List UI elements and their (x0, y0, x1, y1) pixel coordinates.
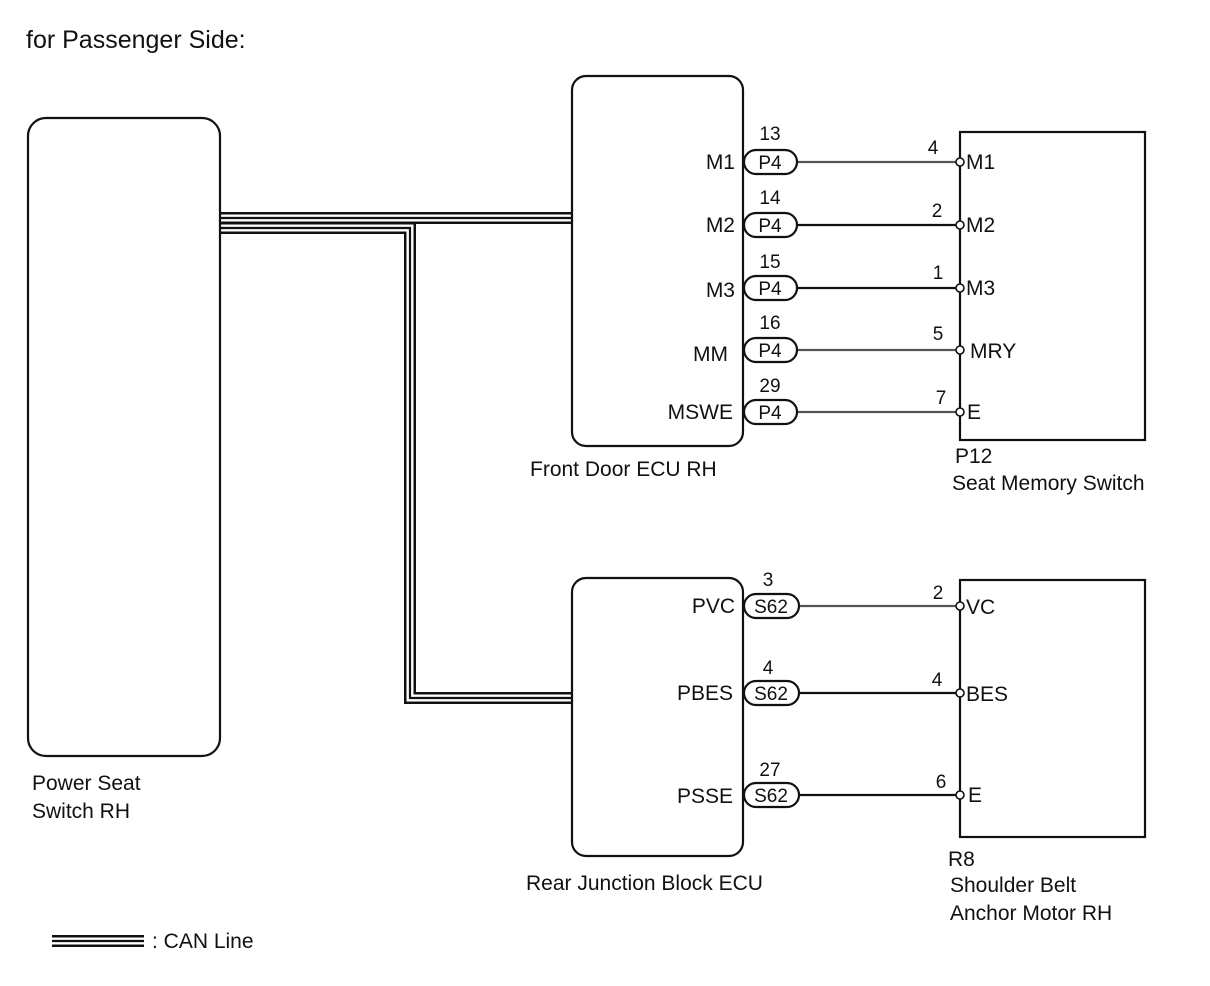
pin-circle (955, 345, 965, 355)
rear-junction-ecu-box (570, 576, 745, 858)
circuit-m2: M2 14 P4 2 M2 (706, 188, 995, 239)
ecu-terminal-label: M2 (706, 214, 735, 237)
shoulder-belt-motor-label-1: Shoulder Belt (950, 874, 1076, 897)
connector-label: P4 (758, 341, 782, 362)
motor-terminal-label: E (968, 784, 982, 807)
circuit-mm: MM 16 P4 5 MRY (693, 313, 1016, 366)
motor-terminal-label: VC (966, 596, 995, 619)
front-door-ecu-label: Front Door ECU RH (530, 458, 717, 481)
shoulder-belt-motor-box (958, 578, 1147, 839)
ecu-pin-number: 14 (759, 188, 781, 209)
ecu-pin-number: 3 (763, 570, 774, 591)
pin-circle (955, 220, 965, 230)
switch-pin-number: 1 (933, 263, 944, 284)
ecu-pin-number: 15 (759, 252, 780, 273)
pin-circle (955, 407, 965, 417)
power-seat-switch-label-2: Switch RH (32, 800, 130, 823)
connector-label: P4 (758, 216, 782, 237)
ecu-pin-number: 29 (759, 376, 780, 397)
seat-memory-switch-label: Seat Memory Switch (952, 472, 1145, 495)
circuit-m3: M3 15 P4 1 M3 (706, 252, 995, 302)
ecu-terminal-label: PSSE (677, 785, 733, 808)
connector-label: P4 (758, 153, 782, 174)
switch-terminal-label: M2 (966, 214, 995, 237)
switch-terminal-label: MRY (970, 340, 1016, 363)
connector-label: P4 (758, 279, 782, 300)
switch-pin-number: 2 (932, 201, 943, 222)
front-door-ecu-box (570, 74, 745, 448)
connector-label: S62 (754, 597, 788, 618)
pin-circle (955, 688, 965, 698)
can-line-legend-label: : CAN Line (152, 930, 254, 953)
legend: : CAN Line (52, 930, 254, 953)
pin-circle (955, 283, 965, 293)
circuit-m1: M1 13 P4 4 M1 (706, 124, 995, 176)
motor-pin-number: 2 (933, 583, 944, 604)
shoulder-belt-motor-code: R8 (948, 848, 975, 871)
motor-pin-number: 4 (932, 670, 943, 691)
ecu-terminal-label: PVC (692, 595, 735, 618)
ecu-terminal-label: MM (693, 343, 728, 366)
connector-label: S62 (754, 684, 788, 705)
motor-terminal-label: BES (966, 683, 1008, 706)
switch-terminal-label: E (967, 401, 981, 424)
pin-circle (955, 601, 965, 611)
ecu-terminal-label: MSWE (668, 401, 733, 424)
switch-pin-number: 7 (936, 388, 947, 409)
seat-memory-switch-box (958, 130, 1147, 442)
pin-circle (955, 157, 965, 167)
rear-junction-ecu-label: Rear Junction Block ECU (526, 872, 763, 895)
switch-terminal-label: M3 (966, 277, 995, 300)
shoulder-belt-motor-label-2: Anchor Motor RH (950, 902, 1112, 925)
circuit-mswe: MSWE 29 P4 7 E (668, 376, 981, 426)
diagram-title: for Passenger Side: (26, 26, 246, 54)
ecu-pin-number: 4 (763, 658, 774, 679)
connector-label: S62 (754, 786, 788, 807)
power-seat-switch-label-1: Power Seat (32, 772, 141, 795)
circuit-psse: PSSE 27 S62 6 E (677, 760, 982, 809)
seat-memory-switch-code: P12 (955, 445, 992, 468)
switch-pin-number: 4 (928, 138, 939, 159)
ecu-pin-number: 13 (759, 124, 780, 145)
ecu-pin-number: 27 (759, 760, 780, 781)
circuit-pvc: PVC 3 S62 2 VC (692, 570, 995, 620)
power-seat-switch-box (26, 116, 222, 758)
connector-label: P4 (758, 403, 782, 424)
pin-circle (955, 790, 965, 800)
ecu-terminal-label: PBES (677, 682, 733, 705)
can-bus (220, 212, 572, 704)
ecu-terminal-label: M3 (706, 279, 735, 302)
ecu-terminal-label: M1 (706, 151, 735, 174)
circuit-pbes: PBES 4 S62 4 BES (677, 658, 1008, 707)
switch-terminal-label: M1 (966, 151, 995, 174)
ecu-pin-number: 16 (759, 313, 780, 334)
switch-pin-number: 5 (933, 324, 944, 345)
motor-pin-number: 6 (936, 772, 947, 793)
